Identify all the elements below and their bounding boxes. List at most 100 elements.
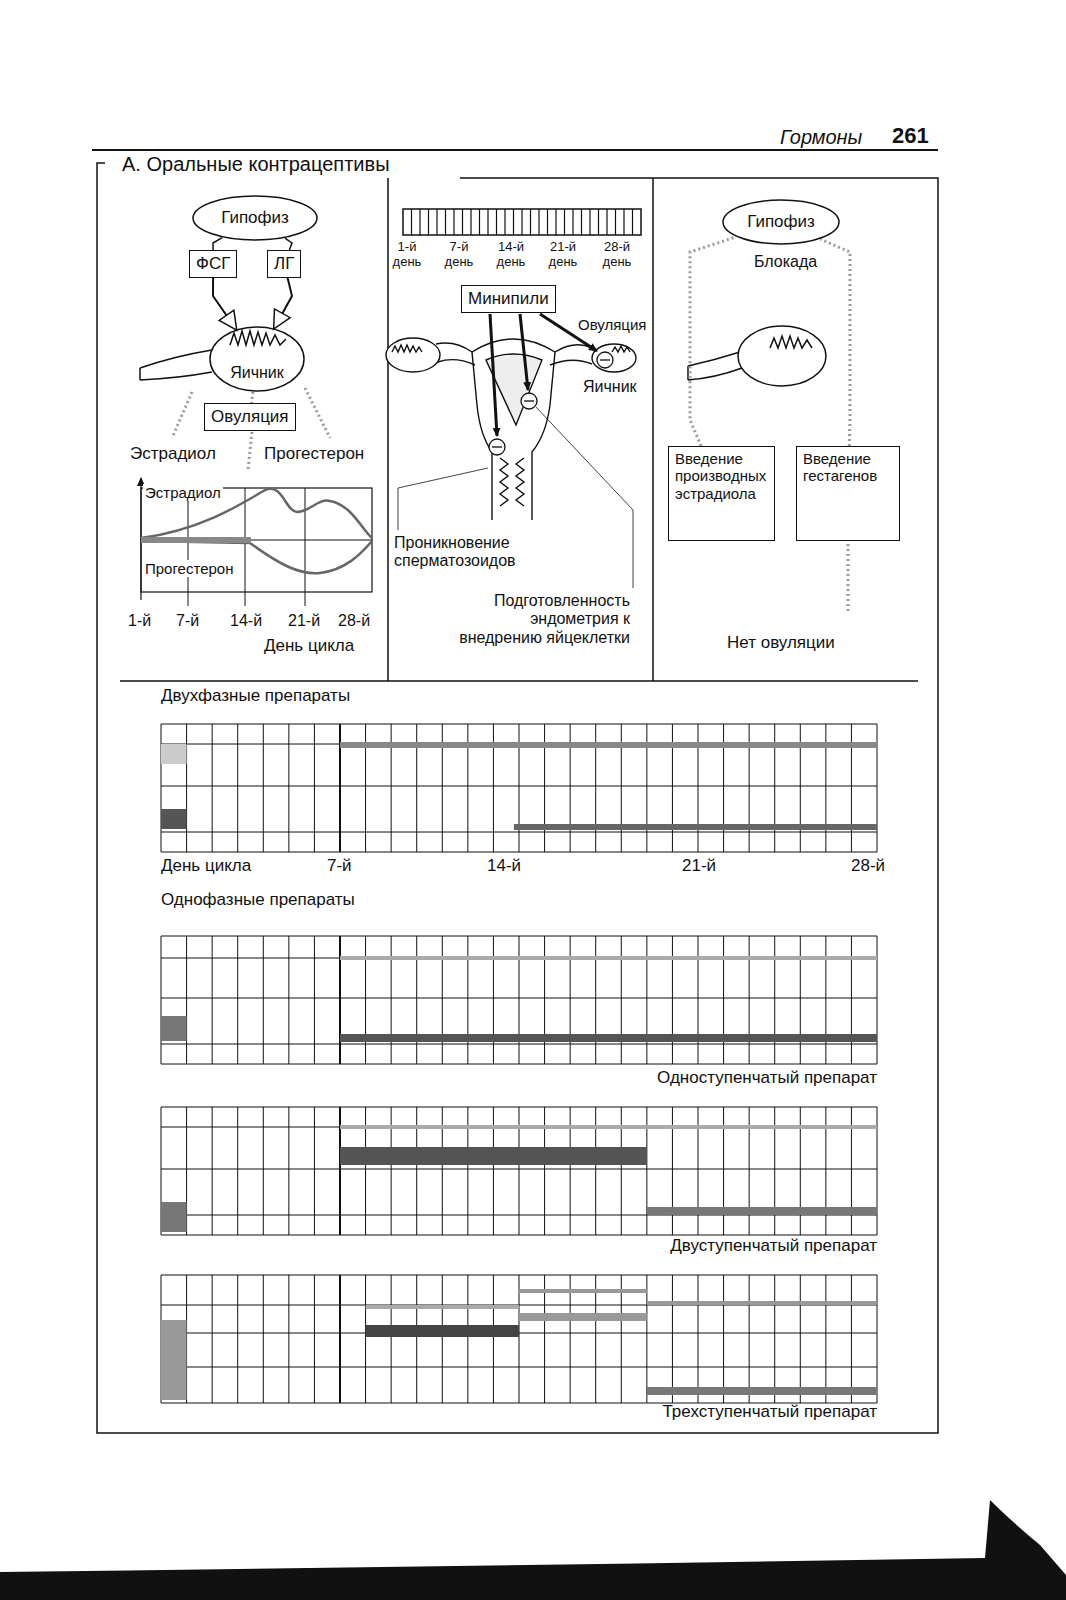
leader-line [398,468,488,530]
text-label: 14-й [487,856,521,876]
fimbria [770,336,812,348]
dose-band [514,824,877,830]
grid-column [646,936,647,1064]
grid-column [544,936,545,1064]
ellipse-shape [193,196,317,240]
node-text-wrap: Гипофиз [747,212,815,232]
node-text: Введение гестагенов [803,450,893,485]
release-line [248,432,252,470]
inhibition-circle [597,352,613,368]
text-label: Двухфазные препараты [161,686,350,706]
grid-column [186,724,187,852]
action-arrow [490,314,497,436]
day-tick [479,209,480,235]
grid-column [212,1275,213,1403]
text-label: Прогестерон [264,444,364,464]
text-label: Одноступенчатый препарат [657,1068,877,1088]
grid-column [774,936,775,1064]
grid-column [621,1275,622,1403]
node-text-wrap: Введение производных эстрадиола [675,450,768,502]
process-box: Минипили [461,285,556,313]
node-text: Яичник [230,364,284,382]
dose-band [340,742,877,748]
node-text: Гипофиз [221,208,289,228]
grid-column [570,936,571,1064]
dose-band [340,1147,647,1165]
day-tick [428,209,429,235]
grid-column [288,936,289,1064]
grid-column [877,1275,878,1403]
ellipse-outline [209,326,305,392]
text-label: 21-й [682,856,716,876]
right-ovary [688,326,826,386]
grid-column [800,936,801,1064]
ellipse-shape [210,327,304,391]
text-label: День цикла [264,636,354,656]
grid-line [188,488,189,606]
grid-line [245,488,246,606]
grid-column [749,1275,750,1403]
day-bar-frame [403,209,641,235]
grid-column [237,724,238,852]
day-tick [555,209,556,235]
day-tick [572,209,573,235]
grid-column [314,1275,315,1403]
grid-column [288,1275,289,1403]
grid-column [723,1275,724,1403]
text-label: Однофазные препараты [161,890,355,910]
tube [140,350,212,368]
minus [524,400,534,401]
text-label: 21-й день [542,240,584,270]
dose-band [519,1313,647,1321]
day-tick [564,209,565,235]
grid-column [672,936,673,1064]
grid-column [493,936,494,1064]
dose-band [161,1016,187,1041]
dose-band [161,809,187,829]
day-tick [521,209,522,235]
node-text-wrap: Гипофиз [221,208,289,228]
day-tick [530,209,531,235]
connector [285,238,292,250]
grid-column [595,936,596,1064]
text-label: Двуступенчатый препарат [670,1236,877,1256]
day-tick [538,209,539,235]
connector [213,278,236,330]
text-label: 7-й [176,612,199,630]
grid-column [263,936,264,1064]
connector [213,238,222,250]
text-label: Эстрадиол [130,444,216,464]
grid-column [672,1275,673,1403]
action-arrow [520,314,528,390]
grid-column [493,1275,494,1403]
no-ovulation-line [847,544,850,612]
text-label: День цикла [161,856,251,876]
node-text-wrap: ФСГ [196,254,230,274]
grid-column [800,1275,801,1403]
grid-column [314,936,315,1064]
node-text: Овуляция [211,407,289,427]
progesterone-band [141,537,251,543]
node-text-wrap: Введение гестагенов [803,450,893,485]
text-label: Гормоны [780,126,862,149]
dose-band [161,1320,187,1400]
grid-column [851,936,852,1064]
day-tick [487,209,488,235]
grid-column [646,1275,647,1403]
grid-column [263,1275,264,1403]
text-label: 28-й [338,612,370,630]
grid-column [237,1107,238,1235]
grid-column [263,724,264,852]
regimen-grid [161,724,877,852]
grid-column [442,1275,443,1403]
grid-column [365,936,366,1064]
day-tick [581,209,582,235]
text-label: 7-й день [438,240,480,270]
grid-column [391,936,392,1064]
minus [492,446,502,447]
grid-column [416,1275,417,1403]
chart-frame [141,488,372,592]
